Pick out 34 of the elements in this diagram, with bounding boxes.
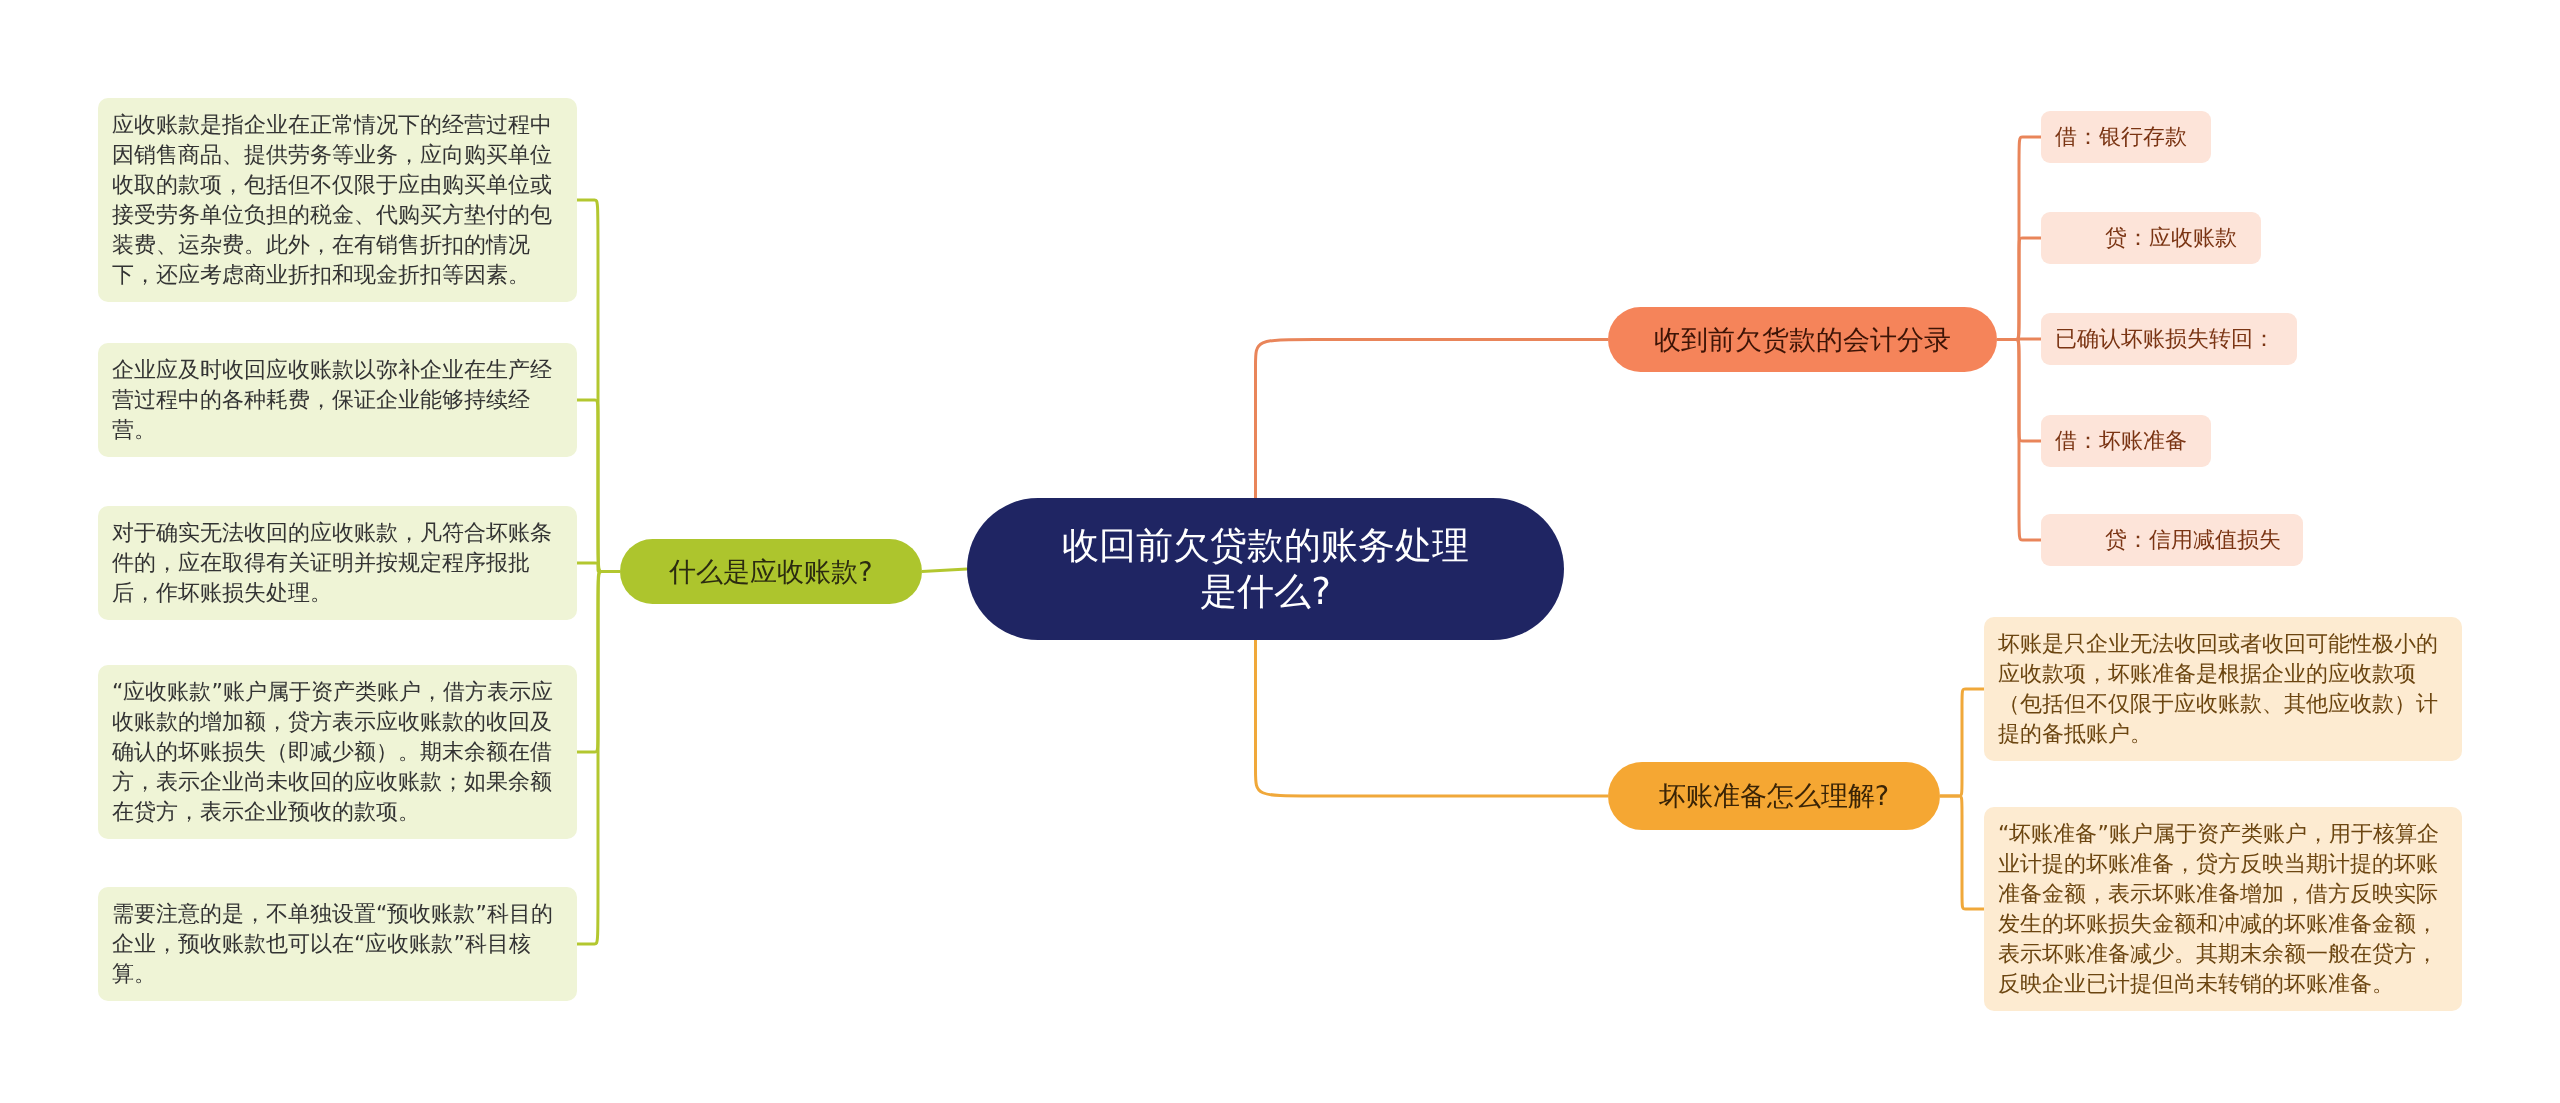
topic-text: 坏账准备怎么理解? (1658, 779, 1890, 813)
topic-text: “坏账准备”账户属于资产类账户，用于核算企业计提的坏账准备，贷方反映当期计提的坏账准备金额，表示坏账准备增加，借方反映实际发生的坏账损失金额和冲减的坏账准备金额，表示坏账准备减少。其期末余额一般在贷方，反映企业已计提但尚未转销的坏账准备。 (1998, 820, 2440, 998)
entry-card (2041, 313, 2297, 365)
topic-text: 贷：应收账款 (2105, 224, 2238, 252)
note-card (98, 887, 577, 1001)
topic-text: 已确认坏账损失转回： (2055, 325, 2276, 353)
note-card (1984, 617, 2462, 761)
topic-text: 借：坏账准备 (2055, 427, 2188, 455)
note-card (98, 506, 577, 620)
connector-line (1254, 338, 1608, 498)
topic-text: 企业应及时收回应收账款以弥补企业在生产经营过程中的各种耗费，保证企业能够持续经营。 (112, 356, 553, 444)
topic-text: “应收账款”账户属于资产类账户，借方表示应收账款的增加额，贷方表示应收账款的收回及确认的坏账损失（即减少额）。期末余额在借方，表示企业尚未收回的应收账款；如果余额在贷方，表示企业预收的款项。 (112, 678, 554, 826)
note-card (1984, 807, 2462, 1011)
connector-line (1940, 794, 1984, 911)
note-card (98, 343, 577, 457)
topic-text: 借：银行存款 (2055, 123, 2188, 151)
topic-text: 应收账款是指企业在正常情况下的经营过程中因销售商品、提供劳务等业务，应向购买单位收取的款项，包括但不仅限于应由购买单位或接受劳务单位负担的税金、代购买方垫付的包装费、运杂费。此外，在有销售折扣的情况下，还应考虑商业折扣和现金折扣等因素。 (112, 111, 553, 289)
entry-card (2041, 111, 2211, 163)
topic-text: 收到前欠货款的会计分录 (1654, 322, 1951, 357)
note-card (98, 665, 577, 839)
entry-card (2041, 514, 2303, 566)
connector-line (577, 570, 620, 946)
connector-line (1997, 338, 2041, 542)
topic-text: 坏账是只企业无法收回或者收回可能性极小的应收款项，坏账准备是根据企业的应收款项（包括但不仅限于应收账款、其他应收款）计提的备抵账户。 (1998, 630, 2439, 748)
entry-card (2041, 415, 2211, 467)
topic-text: 什么是应收账款? (669, 554, 873, 589)
topic-text: 贷：信用减值损失 (2105, 526, 2282, 554)
connector-line (1254, 640, 1608, 798)
note-card (98, 98, 577, 302)
connector-line (921, 567, 968, 573)
topic-text: 收回前欠贷款的账务处理是什么? (1061, 523, 1470, 615)
topic-text: 对于确实无法收回的应收账款，凡符合坏账条件的，应在取得有关证明并按规定程序报批后，作坏账损失处理。 (112, 519, 553, 607)
entry-card (2041, 212, 2261, 264)
topic-text: 需要注意的是，不单独设置“预收账款”科目的企业，预收账款也可以在“应收账款”科目核算。 (112, 900, 554, 988)
